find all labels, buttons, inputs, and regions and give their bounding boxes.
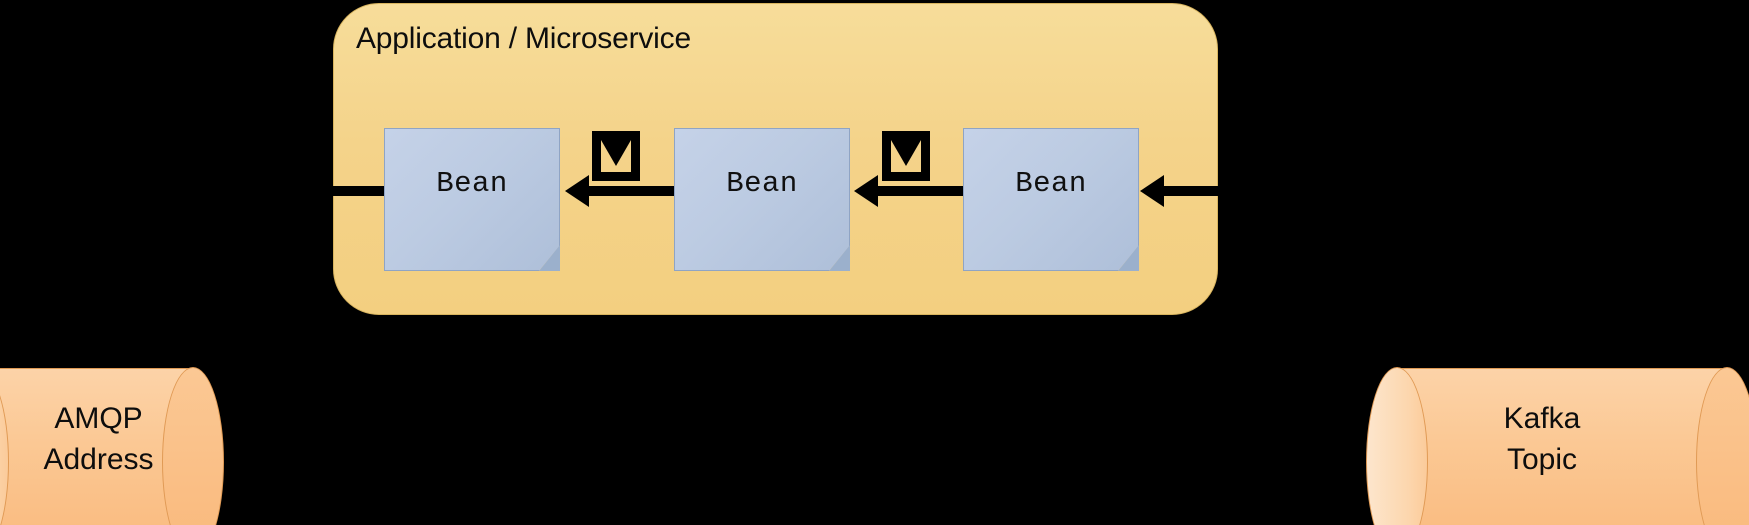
bean-paper-3 bbox=[963, 128, 1139, 271]
bean-box-1: Bean bbox=[384, 128, 560, 271]
arrow-left-icon bbox=[565, 175, 589, 207]
amqp-address-line-1: AMQP bbox=[54, 402, 143, 435]
arrow-kafka-into-bean-3 bbox=[1140, 175, 1405, 207]
kafka-cylinder-cap-right bbox=[1696, 367, 1749, 525]
envelope-flap-2 bbox=[891, 140, 921, 166]
bean-box-3: Bean bbox=[963, 128, 1139, 271]
arrow-bean-3-to-bean-2 bbox=[854, 175, 966, 207]
kafka-topic-line-1: Kafka bbox=[1503, 402, 1581, 435]
envelope-flap-1 bbox=[601, 140, 631, 166]
bean-box-2: Bean bbox=[674, 128, 850, 271]
bean-label-2: Bean bbox=[726, 167, 798, 200]
arrow-bean-2-to-bean-1 bbox=[565, 175, 677, 207]
amqp-cylinder-body bbox=[0, 368, 193, 525]
bean-paper-1 bbox=[384, 128, 560, 271]
application-title: Application / Microservice bbox=[356, 22, 691, 55]
kafka-cylinder-body bbox=[1397, 368, 1727, 525]
bean-label-1: Bean bbox=[436, 167, 508, 200]
arrow-left-icon bbox=[854, 175, 878, 207]
bean-label-3: Bean bbox=[1015, 167, 1087, 200]
amqp-address-line-2: Address bbox=[43, 443, 154, 476]
amqp-cylinder-cap-right bbox=[162, 367, 224, 525]
amqp-address-label: AMQP Address bbox=[0, 398, 193, 480]
kafka-topic-cylinder: Kafka Topic bbox=[1366, 367, 1749, 525]
amqp-address-cylinder: AMQP Address bbox=[0, 367, 224, 525]
arrow-bean-1-out bbox=[330, 186, 387, 196]
kafka-cylinder-cap-left bbox=[1366, 367, 1428, 525]
bean-paper-2 bbox=[674, 128, 850, 271]
kafka-topic-line-2: Topic bbox=[1506, 443, 1578, 476]
kafka-topic-label: Kafka Topic bbox=[1397, 398, 1727, 480]
envelope-icon-2 bbox=[882, 131, 930, 181]
arrow-left-icon bbox=[1140, 175, 1164, 207]
envelope-icon-1 bbox=[592, 131, 640, 181]
